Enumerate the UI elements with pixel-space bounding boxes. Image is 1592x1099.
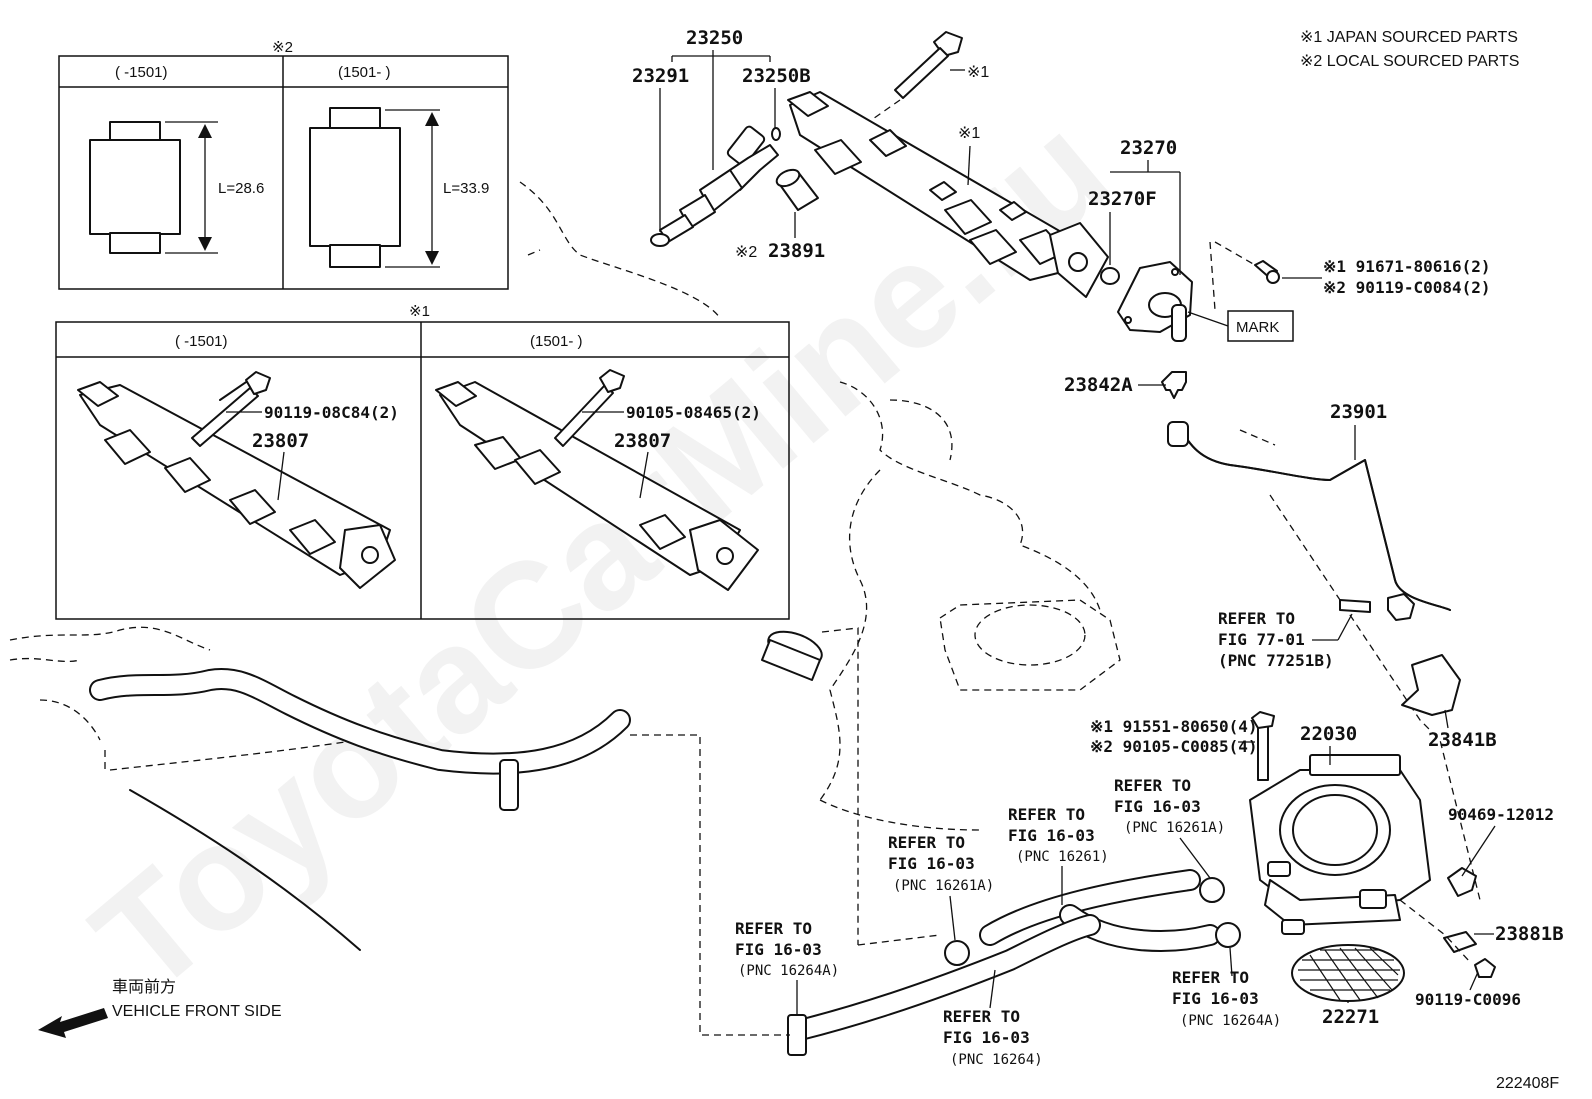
clamp-23841B-drawing xyxy=(1401,654,1461,716)
label-23841B: 23841B xyxy=(1428,729,1497,751)
label-90469-12012: 90469-12012 xyxy=(1448,805,1554,824)
refer-16264: REFER TO FIG 16-03 (PNC 16264) xyxy=(943,1007,1043,1068)
refer-16261A-right-line2: FIG 16-03 xyxy=(1114,797,1201,816)
throttle-body-drawing xyxy=(1249,711,1431,935)
bolt-90119-C0096-drawing xyxy=(1474,958,1496,978)
label-23270: 23270 xyxy=(1120,137,1177,159)
refer-77-line2: FIG 77-01 xyxy=(1218,630,1305,649)
label-23891-mark: ※2 xyxy=(735,244,757,261)
refer-16264A-left-line3: (PNC 16264A) xyxy=(738,963,839,979)
label-rail-mark: ※1 xyxy=(958,125,980,142)
fuel-tube-23901-drawing xyxy=(1167,421,1451,621)
connector-77251B xyxy=(1339,599,1371,613)
fuel-rail-main-drawing xyxy=(787,91,1109,298)
collar-box-mark: ※2 xyxy=(272,39,293,56)
refer-77-01: REFER TO FIG 77-01 (PNC 77251B) xyxy=(1218,609,1334,670)
refer-16264-line3: (PNC 16264) xyxy=(950,1052,1043,1068)
rail-box-mark: ※1 xyxy=(409,303,430,320)
rail-box-left-header: ( -1501) xyxy=(175,333,228,350)
rail-bolt-drawing xyxy=(894,31,963,99)
dim-left: L=28.6 xyxy=(218,180,264,197)
refer-16261-line3: (PNC 16261) xyxy=(1016,849,1109,865)
label-23881B: 23881B xyxy=(1495,923,1564,945)
refer-16264A-left-line1: REFER TO xyxy=(735,919,812,938)
refer-16261-line2: FIG 16-03 xyxy=(1008,826,1095,845)
fuel-injector-drawing xyxy=(650,125,781,247)
gasket-22271-drawing xyxy=(1291,944,1405,1002)
front-arrow-icon xyxy=(38,1008,108,1038)
refer-77-line1: REFER TO xyxy=(1218,609,1295,628)
fuel-rail-variant-box: ※1 ( -1501) (1501- ) 90119-08C84(2) 2380… xyxy=(55,303,790,620)
label-91551-80650: ※1 91551-80650(4) xyxy=(1090,717,1258,736)
dim-right: L=33.9 xyxy=(443,180,489,197)
label-90119-C0096: 90119-C0096 xyxy=(1415,990,1521,1009)
collar-dimension-box: ※2 ( -1501) (1501- ) L=28.6 L=33.9 xyxy=(58,39,509,290)
label-23250: 23250 xyxy=(686,27,743,49)
label-23842A: 23842A xyxy=(1064,374,1133,396)
refer-16261A-left-line1: REFER TO xyxy=(888,833,965,852)
clip-90469-drawing xyxy=(1447,867,1477,897)
label-23901: 23901 xyxy=(1330,401,1387,423)
refer-16264A-right-line1: REFER TO xyxy=(1172,968,1249,987)
legend-local: ※2 LOCAL SOURCED PARTS xyxy=(1300,53,1519,70)
front-label-jp: 車両前方 xyxy=(112,978,176,996)
label-bolt-mark: ※1 xyxy=(967,64,989,81)
mark-label: MARK xyxy=(1236,319,1279,336)
refer-16261: REFER TO FIG 16-03 (PNC 16261) xyxy=(1008,805,1109,865)
refer-16264-line2: FIG 16-03 xyxy=(943,1028,1030,1047)
refer-16261A-right: REFER TO FIG 16-03 (PNC 16261A) xyxy=(1114,776,1225,836)
refer-16264-line1: REFER TO xyxy=(943,1007,1020,1026)
refer-16261A-left: REFER TO FIG 16-03 (PNC 16261A) xyxy=(888,833,994,894)
refer-16261-line1: REFER TO xyxy=(1008,805,1085,824)
label-90105-08465: 90105-08465(2) xyxy=(626,403,761,422)
refer-16261A-right-line3: (PNC 16261A) xyxy=(1124,820,1225,836)
refer-16264A-left: REFER TO FIG 16-03 (PNC 16264A) xyxy=(735,919,839,979)
fuel-rail-old-drawing xyxy=(77,371,396,589)
legend-japan: ※1 JAPAN SOURCED PARTS xyxy=(1300,29,1518,46)
damper-bolt-drawing xyxy=(1254,260,1280,284)
collar-box-left-header: ( -1501) xyxy=(115,64,168,81)
label-22030: 22030 xyxy=(1300,723,1357,745)
refer-16261A-left-line3: (PNC 16261A) xyxy=(893,878,994,894)
label-23807-old: 23807 xyxy=(252,430,309,452)
refer-16264A-right: REFER TO FIG 16-03 (PNC 16264A) xyxy=(1172,968,1281,1029)
refer-16264A-right-line2: FIG 16-03 xyxy=(1172,989,1259,1008)
label-23291: 23291 xyxy=(632,65,689,87)
label-23270F: 23270F xyxy=(1088,188,1157,210)
collar-23891-drawing xyxy=(775,168,819,211)
figure-id: 222408F xyxy=(1496,1075,1559,1092)
label-23891: 23891 xyxy=(768,240,825,262)
harness-line xyxy=(129,789,361,951)
label-90119-08C84: 90119-08C84(2) xyxy=(264,403,399,422)
gasket-outline xyxy=(939,599,1121,691)
oring-23270F xyxy=(1100,267,1120,285)
label-90105-C0085: ※2 90105-C0085(4) xyxy=(1090,737,1258,756)
label-23250B: 23250B xyxy=(742,65,811,87)
rail-box-right-header: (1501- ) xyxy=(530,333,583,350)
clip-23842A-drawing xyxy=(1161,371,1187,399)
refer-16264A-left-line2: FIG 16-03 xyxy=(735,940,822,959)
label-90119-C0084: ※2 90119-C0084(2) xyxy=(1323,278,1491,297)
clamp-23881B-drawing xyxy=(1443,931,1477,953)
coolant-hoses xyxy=(89,630,1241,1056)
label-23807-new: 23807 xyxy=(614,430,671,452)
label-91671-80616: ※1 91671-80616(2) xyxy=(1323,257,1491,276)
front-label-en: VEHICLE FRONT SIDE xyxy=(112,1003,282,1020)
refer-16264A-right-line3: (PNC 16264A) xyxy=(1180,1013,1281,1029)
vehicle-front-indicator: 車両前方 VEHICLE FRONT SIDE xyxy=(38,978,282,1038)
label-22271: 22271 xyxy=(1322,1006,1379,1028)
refer-77-line3: (PNC 77251B) xyxy=(1218,651,1334,670)
refer-16261A-left-line2: FIG 16-03 xyxy=(888,854,975,873)
collar-box-right-header: (1501- ) xyxy=(338,64,391,81)
fuel-rail-new-drawing xyxy=(435,369,759,591)
refer-16261A-right-line1: REFER TO xyxy=(1114,776,1191,795)
pulsation-damper-drawing xyxy=(1117,261,1193,342)
